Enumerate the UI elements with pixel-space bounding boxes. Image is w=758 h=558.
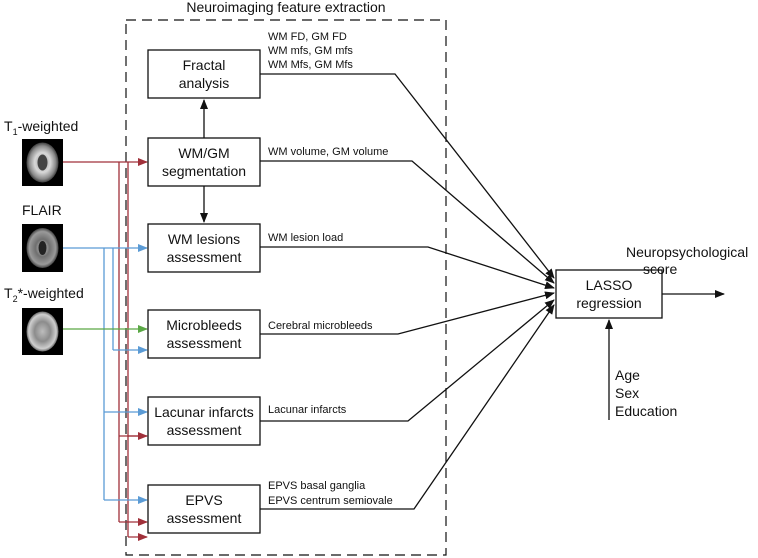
flair-input: FLAIR [22, 202, 63, 272]
epvs-box: EPVS assessment [147, 484, 261, 534]
svg-text:Fractal: Fractal [183, 57, 226, 73]
covariates-list: Age Sex Education [615, 367, 677, 419]
svg-text:LASSO: LASSO [586, 277, 633, 293]
svg-text:analysis: analysis [179, 75, 230, 91]
feature-connectors [260, 73, 555, 510]
svg-text:WM/GM: WM/GM [178, 145, 229, 161]
svg-text:EPVS: EPVS [185, 492, 222, 508]
svg-text:Education: Education [615, 403, 677, 419]
svg-text:Microbleeds: Microbleeds [166, 317, 241, 333]
lacunar-infarcts-box: Lacunar infarcts assessment [147, 396, 261, 446]
svg-text:EPVS basal ganglia: EPVS basal ganglia [268, 480, 366, 492]
t2-label: T2*-weighted [4, 285, 84, 304]
svg-text:assessment: assessment [167, 422, 242, 438]
microbleed-features: Cerebral microbleeds [268, 320, 373, 332]
epvs-features: EPVS basal ganglia EPVS centrum semioval… [268, 480, 393, 507]
svg-text:EPVS centrum semiovale: EPVS centrum semiovale [268, 495, 393, 507]
svg-text:WM Mfs, GM Mfs: WM Mfs, GM Mfs [268, 59, 353, 71]
lesion-features: WM lesion load [268, 232, 343, 244]
microbleeds-box: Microbleeds assessment [147, 309, 261, 359]
svg-text:Sex: Sex [615, 385, 639, 401]
svg-text:Age: Age [615, 367, 640, 383]
svg-text:assessment: assessment [167, 510, 242, 526]
t2-brain-icon [26, 311, 59, 352]
svg-text:Neuropsychological: Neuropsychological [626, 244, 748, 260]
feature-extraction-title: Neuroimaging feature extraction [186, 0, 385, 15]
svg-text:assessment: assessment [167, 249, 242, 265]
feature-extraction-frame [125, 19, 447, 556]
lacunar-features: Lacunar infarcts [268, 404, 347, 416]
svg-text:segmentation: segmentation [162, 163, 246, 179]
output-label: Neuropsychological score [626, 244, 748, 277]
segmentation-box: WM/GM segmentation [147, 137, 261, 187]
svg-text:WM lesions: WM lesions [168, 231, 240, 247]
segmentation-features: WM volume, GM volume [268, 146, 388, 158]
t1-weighted-input: T1-weighted [4, 118, 78, 186]
flair-connectors [63, 244, 148, 504]
t1-label: T1-weighted [4, 118, 78, 137]
wm-lesions-box: WM lesions assessment [147, 223, 261, 273]
flair-label: FLAIR [22, 202, 62, 218]
fractal-features: WM FD, GM FD WM mfs, GM mfs WM Mfs, GM M… [268, 31, 353, 71]
svg-text:regression: regression [576, 295, 641, 311]
t2-weighted-input: T2*-weighted [4, 285, 84, 355]
svg-text:Lacunar infarcts: Lacunar infarcts [154, 404, 254, 420]
svg-text:WM FD, GM FD: WM FD, GM FD [268, 31, 347, 43]
svg-text:score: score [643, 261, 677, 277]
svg-text:assessment: assessment [167, 335, 242, 351]
fractal-analysis-box: Fractal analysis [147, 49, 261, 99]
svg-text:WM mfs, GM mfs: WM mfs, GM mfs [268, 45, 353, 57]
lasso-regression-box: LASSO regression [555, 269, 663, 319]
